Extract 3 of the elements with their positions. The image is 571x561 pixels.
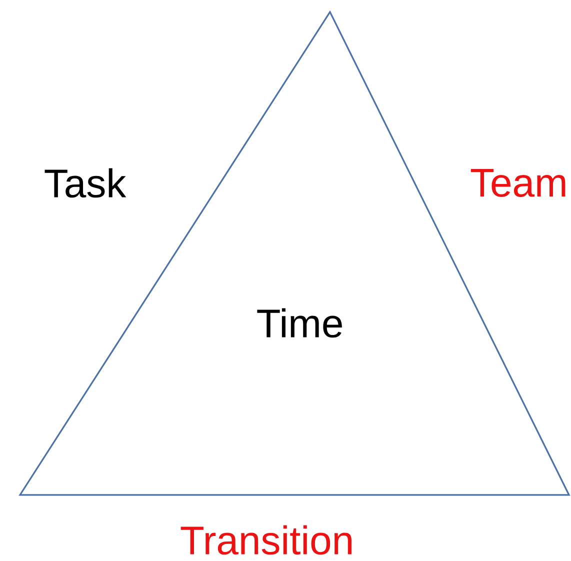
side-label: Task [44,168,126,198]
side-label: Transition [180,525,352,555]
side-label: Team [470,169,566,197]
